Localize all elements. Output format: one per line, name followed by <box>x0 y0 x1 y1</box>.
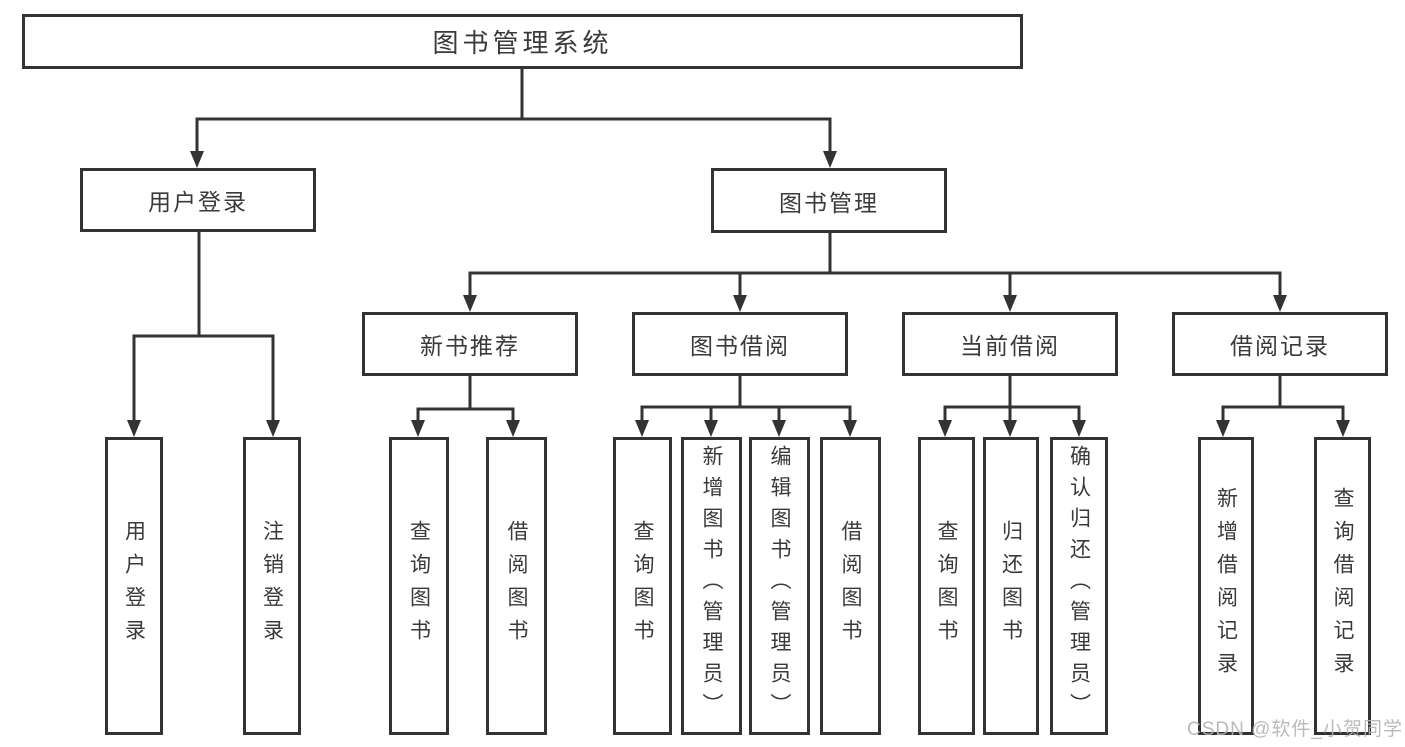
node-book-borrowing: 图书借阅 <box>632 312 848 376</box>
node-user-login: 用户登录 <box>105 437 163 735</box>
node-add-borrow-record: 新增借阅记录 <box>1198 437 1254 735</box>
node-label: 当前借阅 <box>960 333 1060 359</box>
node-label: 图书借阅 <box>690 333 790 359</box>
node-label: 编辑图书（管理员） <box>768 445 791 724</box>
node-add-books-admin: 新增图书（管理员） <box>681 437 742 735</box>
node-label: 用户登录 <box>122 520 146 652</box>
node-label: 确认归还（管理员） <box>1067 445 1091 724</box>
node-query-books-1: 查询图书 <box>389 437 449 735</box>
csdn-watermark: CSDN @软件_小贺同学 <box>1187 719 1403 740</box>
node-label: 图书管理系统 <box>432 28 613 58</box>
node-label: 用户登录 <box>148 189 248 215</box>
node-label: 查询借阅记录 <box>1331 487 1354 685</box>
node-query-borrow-record: 查询借阅记录 <box>1314 437 1371 735</box>
node-user-login-group: 用户登录 <box>80 168 316 232</box>
node-borrow-books-1: 借阅图书 <box>486 437 547 735</box>
node-label: 借阅记录 <box>1230 333 1330 359</box>
node-label: 借阅图书 <box>505 520 528 652</box>
node-borrow-books-2: 借阅图书 <box>820 437 881 735</box>
node-confirm-return-admin: 确认归还（管理员） <box>1050 437 1108 735</box>
node-book-management: 图书管理 <box>711 168 947 233</box>
node-label: 新增图书（管理员） <box>700 445 723 724</box>
node-label: 查询图书 <box>935 520 958 652</box>
node-label: 归还图书 <box>999 520 1023 652</box>
node-label: 注销登录 <box>260 520 284 652</box>
node-new-book-recommend: 新书推荐 <box>362 312 578 376</box>
node-label: 借阅图书 <box>839 520 862 652</box>
node-current-borrowing: 当前借阅 <box>902 312 1118 376</box>
node-edit-books-admin: 编辑图书（管理员） <box>749 437 810 735</box>
node-logout: 注销登录 <box>243 437 301 735</box>
node-label: 新书推荐 <box>420 333 520 359</box>
node-label: 查询图书 <box>631 520 654 652</box>
node-label: 图书管理 <box>779 189 879 216</box>
node-return-books: 归还图书 <box>983 437 1039 735</box>
node-query-books-3: 查询图书 <box>918 437 975 735</box>
node-library-management-system: 图书管理系统 <box>22 14 1023 69</box>
node-label: 查询图书 <box>407 520 431 652</box>
node-label: 新增借阅记录 <box>1214 487 1238 685</box>
node-query-books-2: 查询图书 <box>613 437 672 735</box>
node-borrowing-records: 借阅记录 <box>1172 312 1388 376</box>
